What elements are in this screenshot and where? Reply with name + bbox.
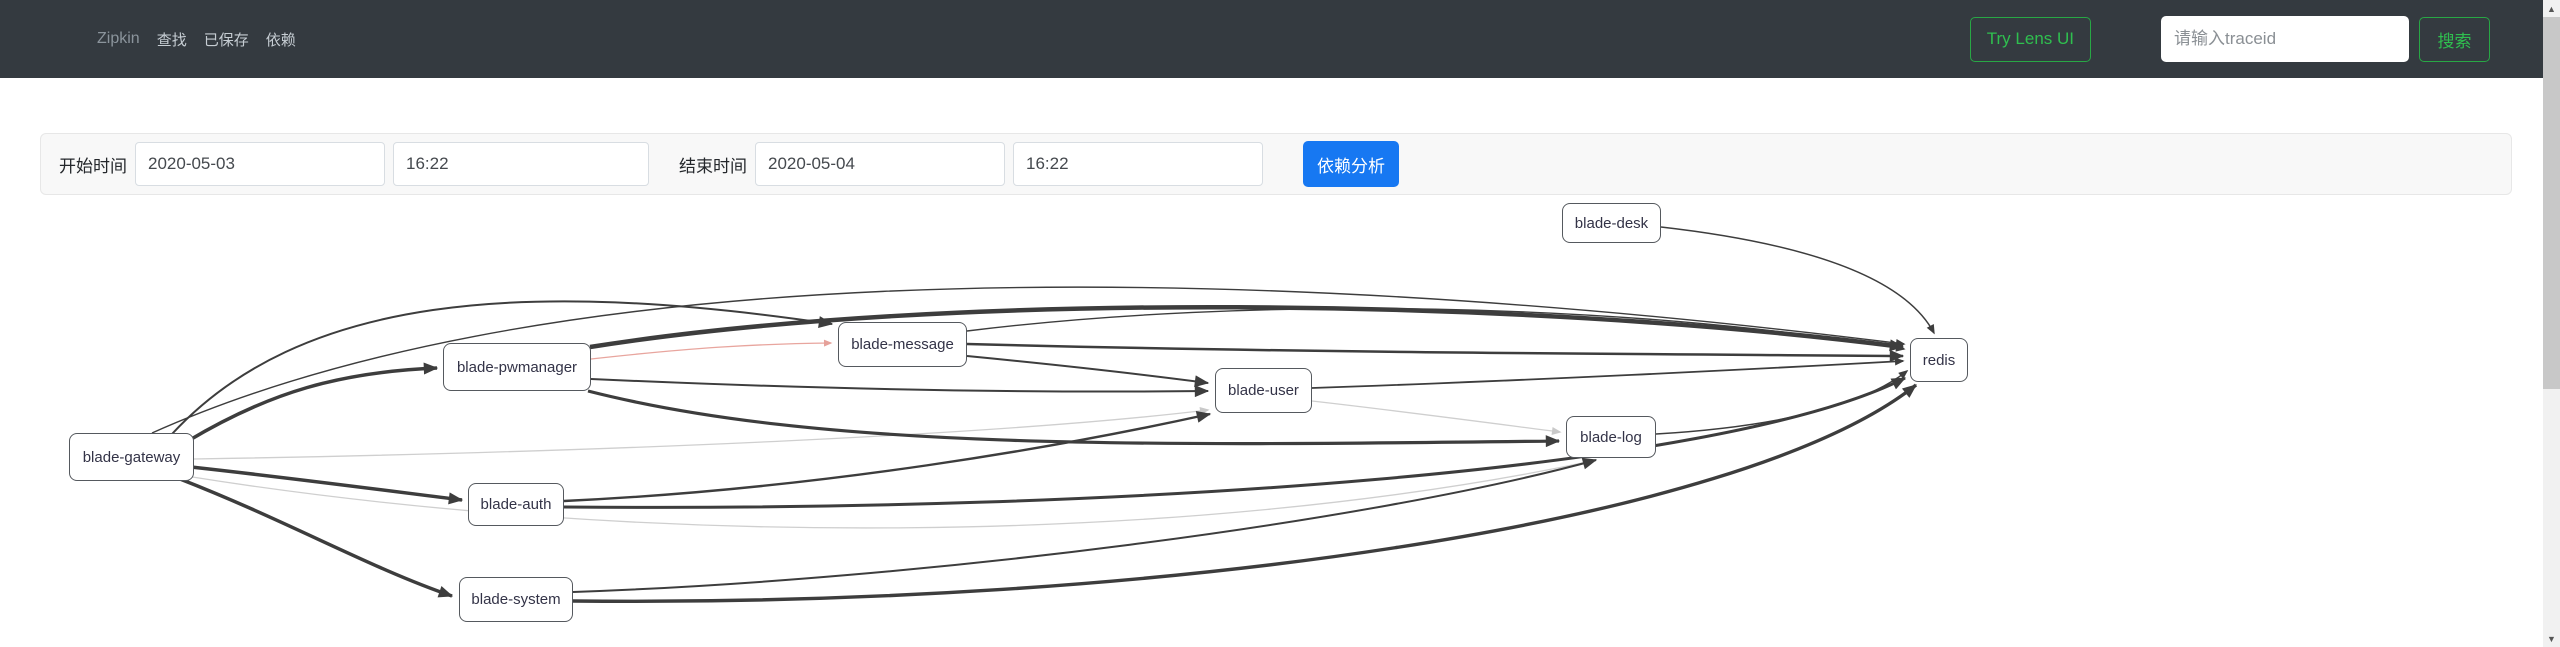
node-blade-pwmanager[interactable]: blade-pwmanager bbox=[443, 343, 591, 391]
search-button[interactable]: 搜索 bbox=[2419, 16, 2490, 62]
dependency-filter-bar: 开始时间 结束时间 依赖分析 bbox=[40, 133, 2512, 195]
end-time-input[interactable] bbox=[1013, 142, 1263, 186]
scrollbar-thumb[interactable] bbox=[2543, 17, 2560, 389]
node-blade-desk[interactable]: blade-desk bbox=[1562, 203, 1661, 243]
edge-gateway-log bbox=[185, 458, 1594, 529]
top-navbar: Zipkin 查找 已保存 依赖 Try Lens UI 搜索 bbox=[0, 0, 2560, 78]
start-time-input[interactable] bbox=[393, 142, 649, 186]
navbar-right-controls: Try Lens UI 搜索 bbox=[1969, 0, 2490, 78]
edge-gateway-pwmanager bbox=[187, 362, 439, 443]
edge-pwmanager-redis bbox=[589, 304, 1905, 352]
end-time-label: 结束时间 bbox=[679, 156, 747, 176]
nav-item-dependencies[interactable]: 依赖 bbox=[265, 31, 296, 49]
edge-gateway-system bbox=[179, 477, 454, 598]
edge-pwmanager-user bbox=[590, 378, 1210, 398]
traceid-search-input[interactable] bbox=[2161, 16, 2409, 62]
start-date-input[interactable] bbox=[135, 142, 385, 186]
edge-message-user bbox=[966, 355, 1210, 388]
edge-message-redis-b bbox=[966, 342, 1905, 362]
edge-gateway-redis bbox=[151, 286, 1906, 434]
edge-system-redis bbox=[572, 383, 1918, 603]
edge-user-redis bbox=[1311, 357, 1905, 389]
edge-auth-user bbox=[563, 410, 1212, 503]
scrollbar-up-arrow-icon[interactable]: ▲ bbox=[2547, 3, 2556, 14]
node-blade-log[interactable]: blade-log bbox=[1566, 416, 1656, 458]
nav-item-saved[interactable]: 已保存 bbox=[203, 31, 249, 49]
edge-desk-redis bbox=[1660, 226, 1935, 335]
end-date-input[interactable] bbox=[755, 142, 1005, 186]
edge-pwmanager-log bbox=[587, 389, 1561, 448]
node-blade-message[interactable]: blade-message bbox=[838, 322, 967, 367]
node-blade-system[interactable]: blade-system bbox=[459, 577, 573, 622]
edge-message-redis-a bbox=[966, 307, 1906, 352]
edge-pwmanager-message bbox=[590, 339, 833, 360]
edge-gateway-auth bbox=[190, 465, 464, 505]
node-blade-auth[interactable]: blade-auth bbox=[468, 483, 564, 526]
scrollbar-down-arrow-icon[interactable]: ▼ bbox=[2547, 633, 2556, 644]
node-blade-gateway[interactable]: blade-gateway bbox=[69, 433, 194, 481]
start-time-label: 开始时间 bbox=[59, 156, 127, 176]
edge-gateway-user bbox=[193, 406, 1210, 460]
edge-gateway-message bbox=[171, 300, 834, 435]
vertical-scrollbar[interactable]: ▲ ▼ bbox=[2543, 0, 2560, 647]
node-blade-user[interactable]: blade-user bbox=[1215, 368, 1312, 413]
zipkin-brand[interactable]: Zipkin bbox=[97, 30, 140, 47]
edge-user-log bbox=[1311, 400, 1562, 435]
dependency-analyze-button[interactable]: 依赖分析 bbox=[1303, 141, 1399, 187]
node-redis[interactable]: redis bbox=[1910, 338, 1968, 382]
nav-item-find[interactable]: 查找 bbox=[156, 31, 187, 49]
try-lens-ui-button[interactable]: Try Lens UI bbox=[1969, 16, 2091, 62]
edge-log-redis bbox=[1655, 370, 1909, 435]
edge-system-log bbox=[572, 457, 1598, 593]
